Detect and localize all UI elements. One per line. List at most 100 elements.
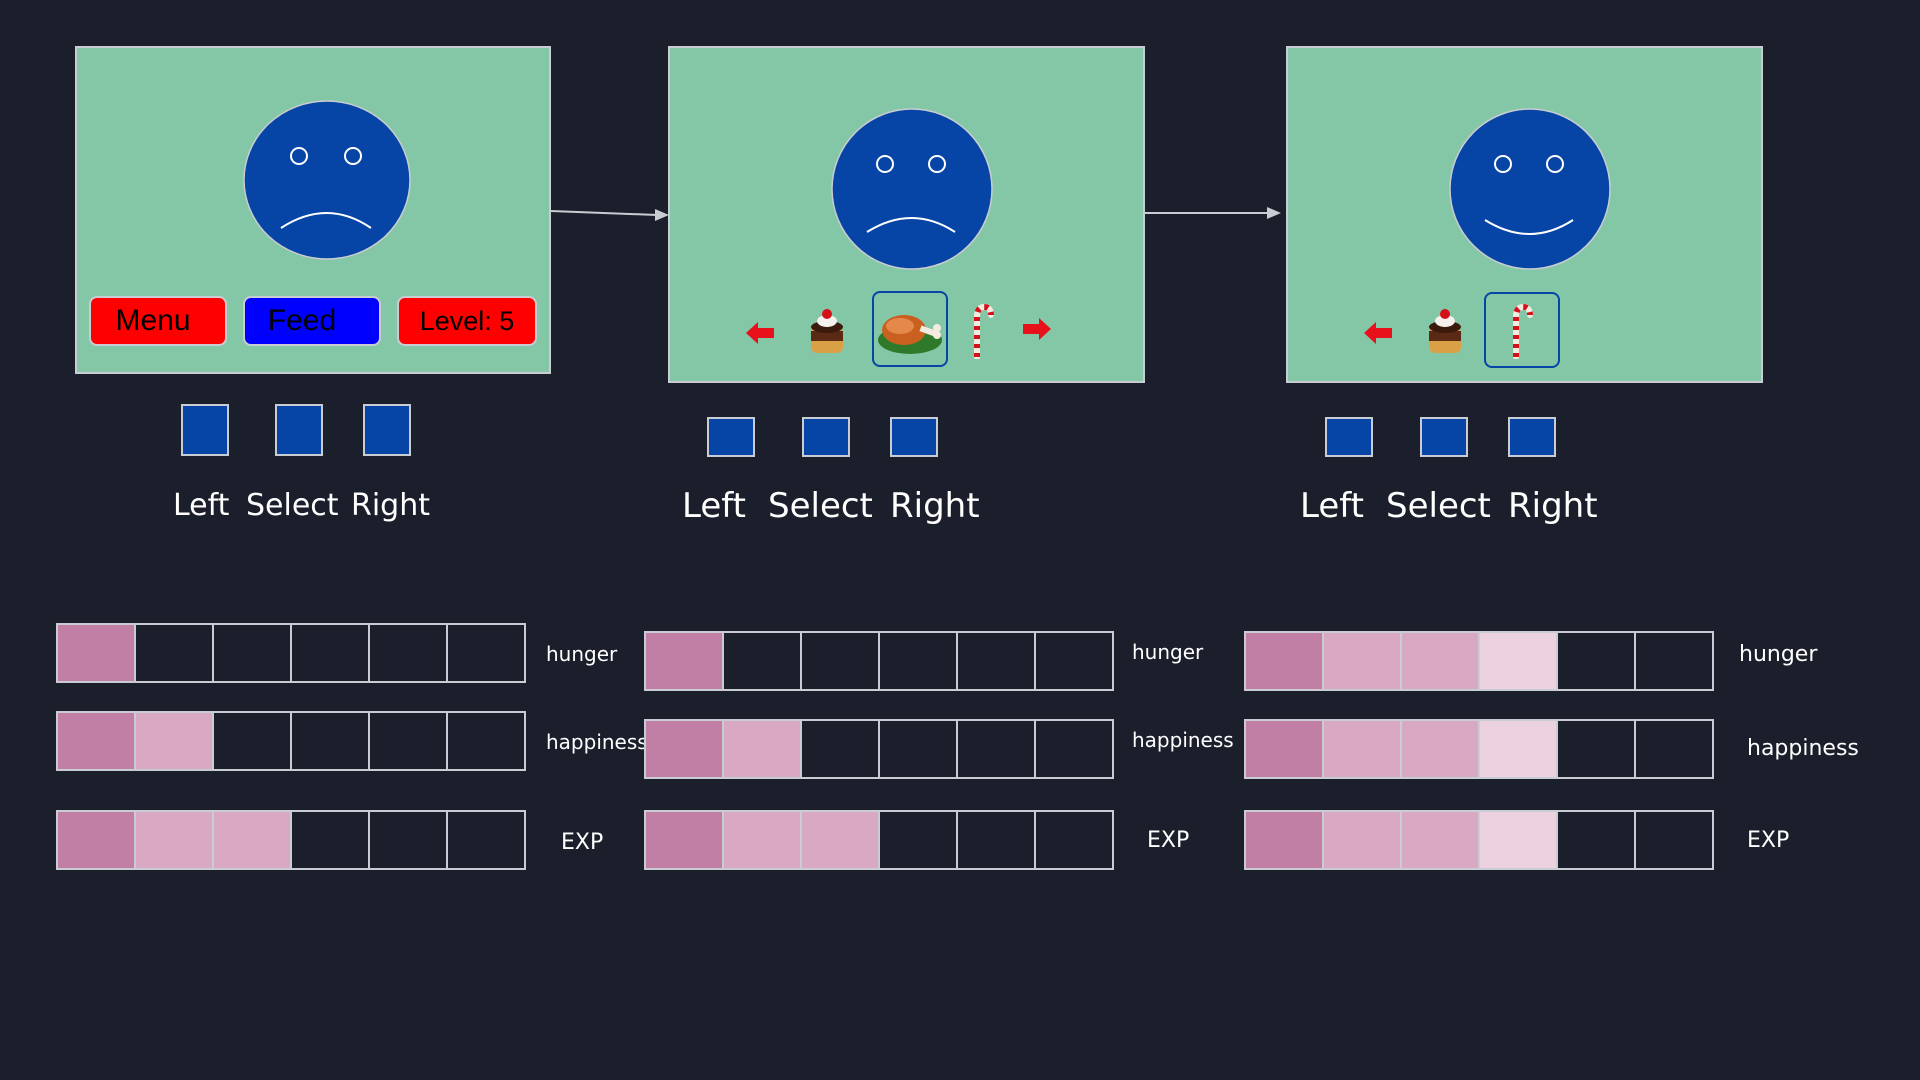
- hunger-label: hunger: [1132, 640, 1204, 664]
- stat-cell: [722, 810, 802, 870]
- stat-cell: [446, 623, 526, 683]
- left-control-button[interactable]: [1325, 417, 1373, 457]
- right-arrow-icon[interactable]: [1021, 318, 1051, 340]
- feed-button[interactable]: Feed: [243, 296, 381, 346]
- hunger-bar: [644, 631, 1114, 691]
- stat-cell: [290, 623, 370, 683]
- exp-bar: [1244, 810, 1714, 870]
- right-control-label: Right: [351, 488, 430, 523]
- happy-face: [1449, 108, 1611, 270]
- stat-cell: [1322, 719, 1402, 779]
- stat-cell: [1034, 810, 1114, 870]
- stat-cell: [1478, 631, 1558, 691]
- screen-panel-2: [668, 46, 1145, 383]
- stat-cell: [1244, 719, 1324, 779]
- level-badge: Level: 5: [397, 296, 537, 346]
- candy-cane-icon[interactable]: [1508, 303, 1534, 359]
- happiness-label: happiness: [1747, 736, 1859, 761]
- stat-cell: [644, 810, 724, 870]
- screen-panel-3: [1286, 46, 1763, 383]
- right-control-button[interactable]: [890, 417, 938, 457]
- happiness-label: happiness: [1132, 728, 1234, 752]
- stat-cell: [878, 810, 958, 870]
- left-arrow-icon[interactable]: [746, 322, 776, 344]
- stat-cell: [1634, 631, 1714, 691]
- flow-arrow-2: [1145, 207, 1281, 219]
- select-control-button[interactable]: [1420, 417, 1468, 457]
- stat-cell: [1556, 810, 1636, 870]
- selected-food-highlight: [872, 291, 948, 367]
- stat-cell: [1400, 810, 1480, 870]
- hunger-bar: [56, 623, 526, 683]
- select-control-label: Select: [1386, 486, 1491, 526]
- exp-label: EXP: [561, 830, 604, 855]
- happiness-label: happiness: [546, 730, 648, 754]
- chicken-leg-icon[interactable]: [876, 304, 946, 356]
- stat-cell: [1478, 810, 1558, 870]
- selected-food-highlight: [1484, 292, 1560, 368]
- stat-cell: [368, 711, 448, 771]
- stat-cell: [56, 623, 136, 683]
- stat-cell: [956, 631, 1036, 691]
- sad-face: [831, 108, 993, 270]
- stat-cell: [644, 631, 724, 691]
- right-control-button[interactable]: [1508, 417, 1556, 457]
- stat-cell: [800, 631, 880, 691]
- stat-cell: [212, 810, 292, 870]
- select-control-label: Select: [246, 488, 339, 523]
- stat-cell: [134, 810, 214, 870]
- stat-cell: [134, 623, 214, 683]
- left-arrow-icon[interactable]: [1364, 322, 1394, 344]
- cake-icon[interactable]: [807, 307, 847, 355]
- stat-cell: [1556, 631, 1636, 691]
- left-control-button[interactable]: [707, 417, 755, 457]
- happiness-bar: [56, 711, 526, 771]
- right-control-label: Right: [890, 486, 980, 526]
- stat-cell: [212, 623, 292, 683]
- stat-cell: [1244, 631, 1324, 691]
- select-control-button[interactable]: [275, 404, 323, 456]
- flow-arrow-1: [551, 209, 669, 221]
- menu-button[interactable]: Menu: [89, 296, 227, 346]
- exp-label: EXP: [1747, 828, 1790, 853]
- stat-cell: [1634, 810, 1714, 870]
- hunger-label: hunger: [546, 642, 618, 666]
- exp-bar: [644, 810, 1114, 870]
- stat-cell: [722, 631, 802, 691]
- happiness-bar: [1244, 719, 1714, 779]
- screen-panel-1: Menu Feed Level: 5: [75, 46, 551, 374]
- stat-cell: [1322, 631, 1402, 691]
- stat-cell: [1556, 719, 1636, 779]
- stat-cell: [1244, 810, 1324, 870]
- stat-cell: [446, 711, 526, 771]
- left-control-label: Left: [682, 486, 746, 526]
- stat-cell: [290, 810, 370, 870]
- stat-cell: [1034, 719, 1114, 779]
- stat-cell: [368, 810, 448, 870]
- stat-cell: [1034, 631, 1114, 691]
- stat-cell: [290, 711, 370, 771]
- candy-cane-icon[interactable]: [969, 303, 995, 359]
- stat-cell: [1400, 719, 1480, 779]
- stat-cell: [56, 810, 136, 870]
- left-control-label: Left: [173, 488, 230, 523]
- sad-face: [243, 100, 411, 260]
- stat-cell: [368, 623, 448, 683]
- stat-cell: [56, 711, 136, 771]
- stat-cell: [878, 719, 958, 779]
- left-control-button[interactable]: [181, 404, 229, 456]
- select-control-button[interactable]: [802, 417, 850, 457]
- hunger-bar: [1244, 631, 1714, 691]
- exp-label: EXP: [1147, 828, 1190, 853]
- stat-cell: [800, 719, 880, 779]
- stat-cell: [1322, 810, 1402, 870]
- stat-cell: [1478, 719, 1558, 779]
- stat-cell: [800, 810, 880, 870]
- stat-cell: [956, 810, 1036, 870]
- select-control-label: Select: [768, 486, 873, 526]
- right-control-button[interactable]: [363, 404, 411, 456]
- stat-cell: [644, 719, 724, 779]
- cake-icon[interactable]: [1425, 307, 1465, 355]
- hunger-label: hunger: [1739, 642, 1818, 667]
- stat-cell: [722, 719, 802, 779]
